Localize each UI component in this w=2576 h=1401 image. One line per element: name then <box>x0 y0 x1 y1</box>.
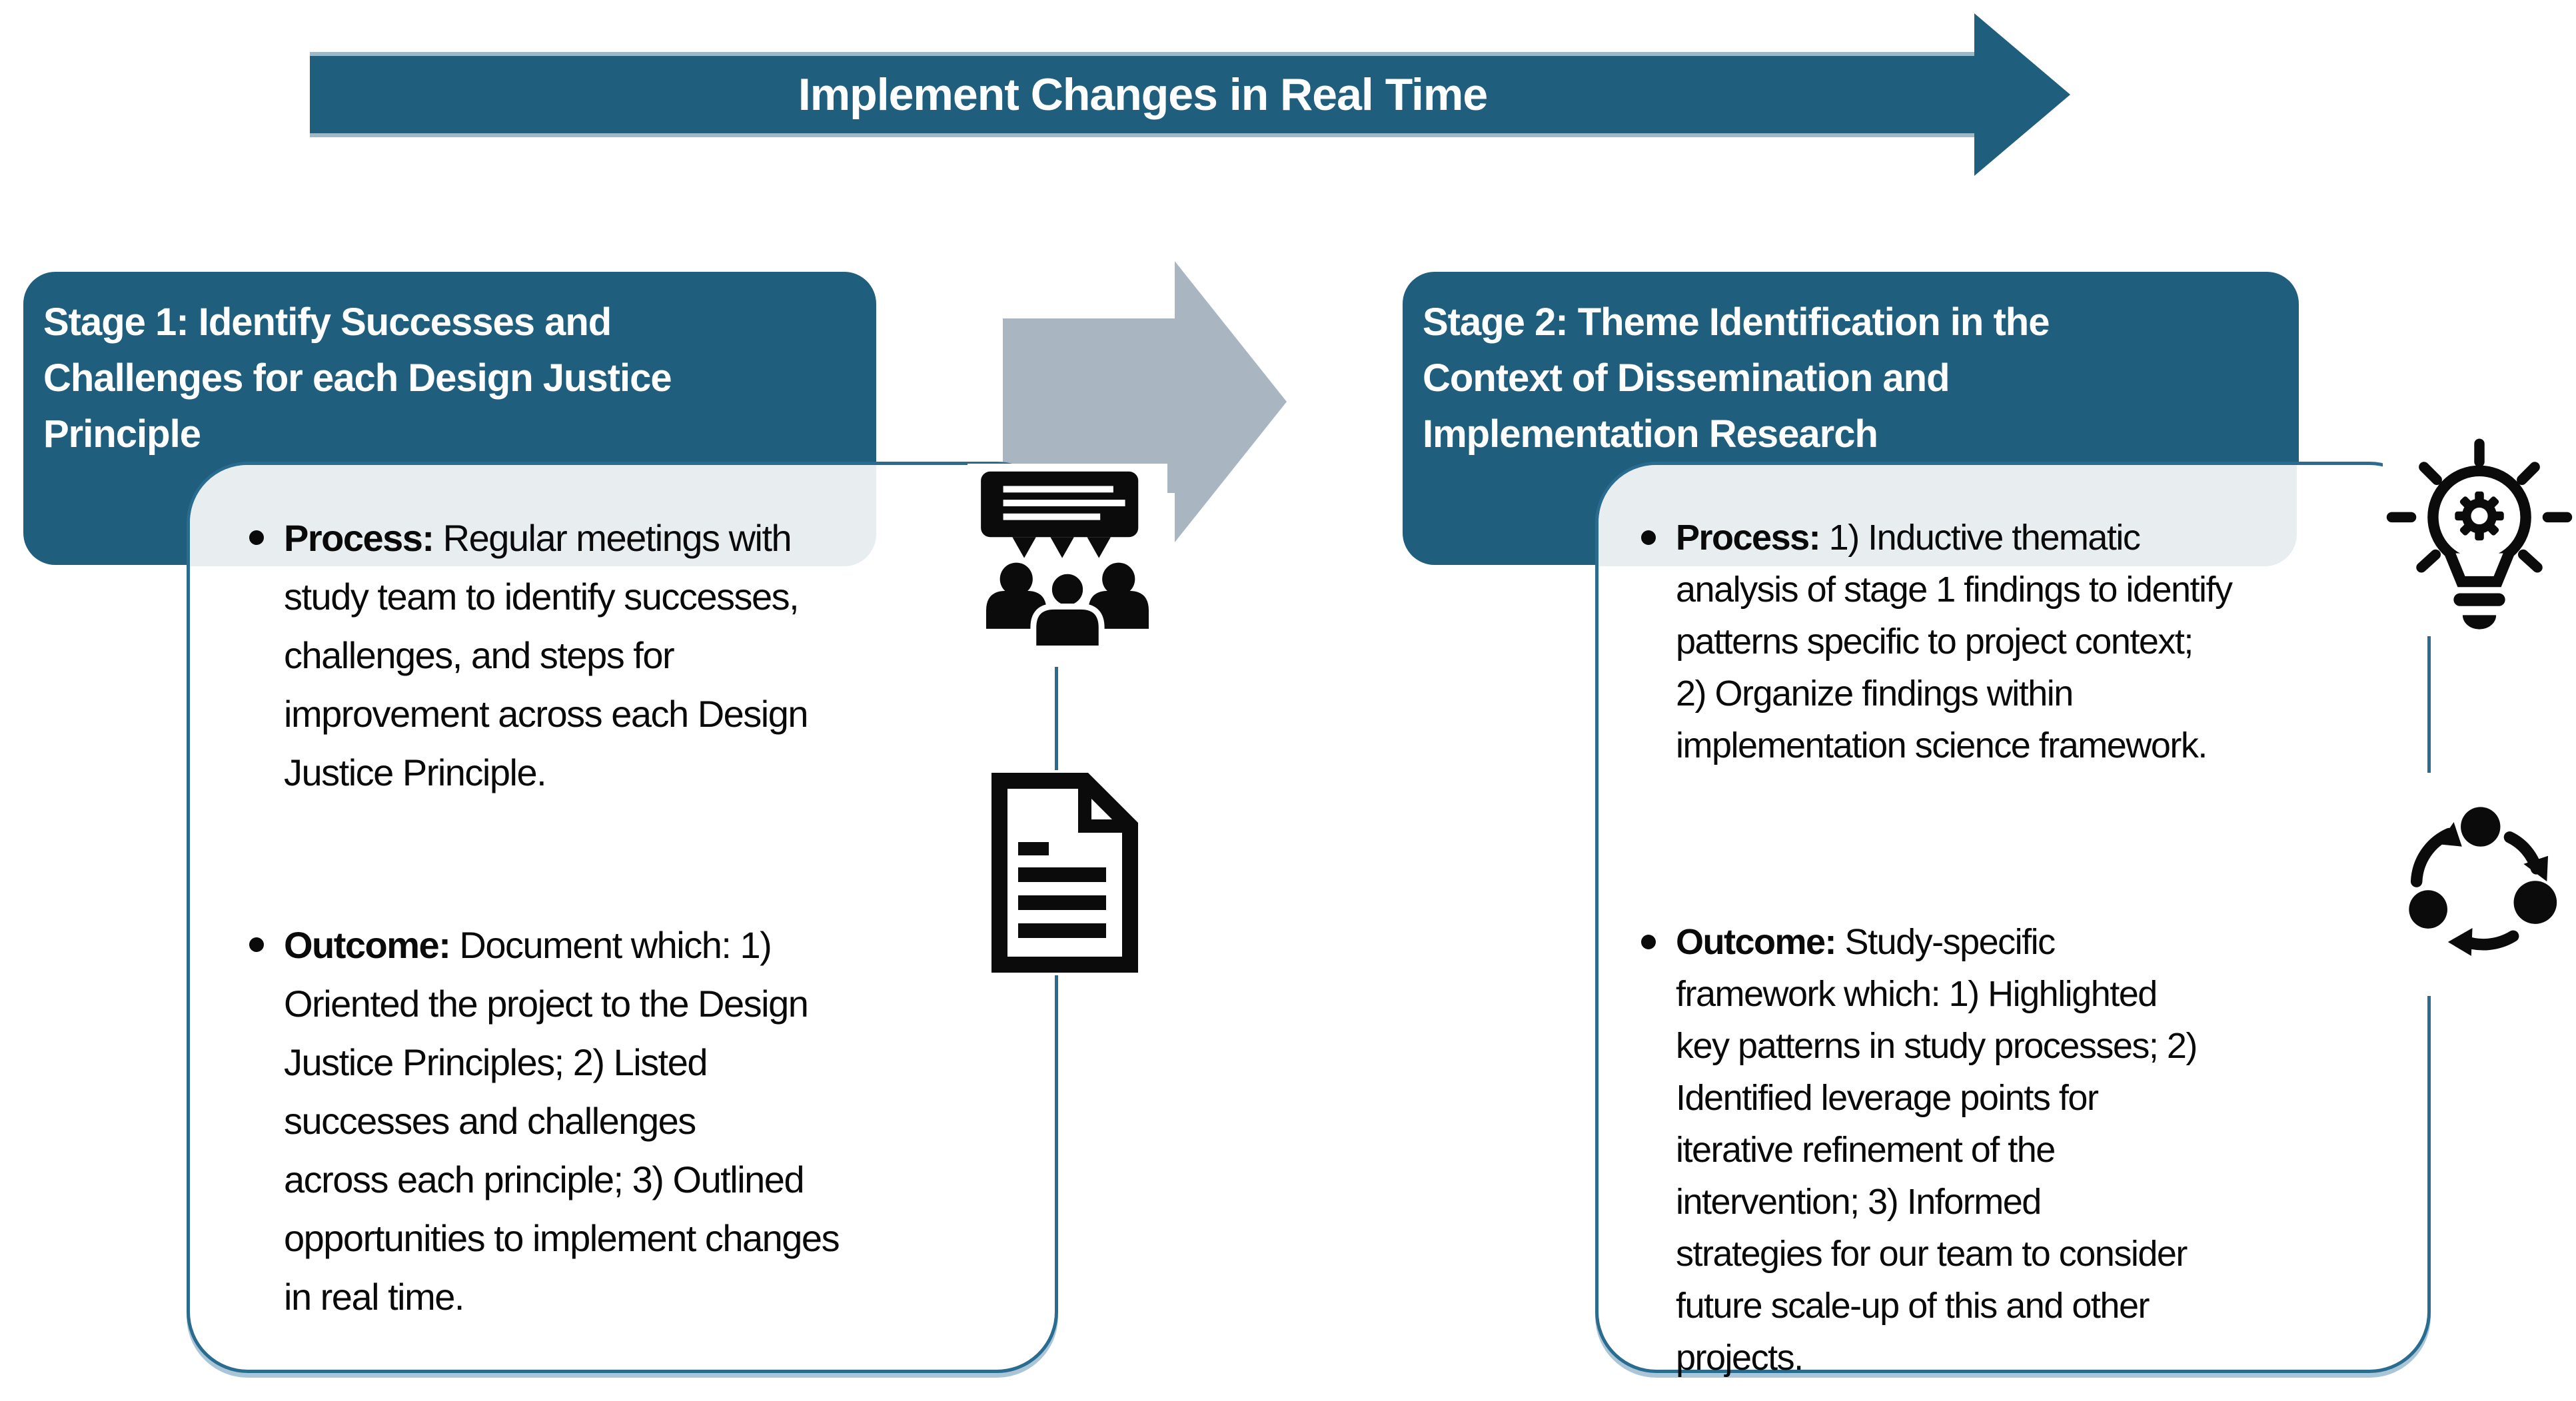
lightbulb-gear-icon <box>2383 433 2576 636</box>
stage1-outcome-text: Document which: 1) Oriented the project … <box>284 924 840 1318</box>
team-discussion-icon <box>967 464 1167 667</box>
stage1-content-box: Process: Regular meetings with study tea… <box>187 462 1058 1373</box>
stage1-to-stage2-arrow-head-icon <box>1175 261 1287 542</box>
stage1-outcome-item: Outcome: Document which: 1) Oriented the… <box>247 916 1043 1326</box>
timeline-arrow: Implement Changes in Real Time <box>310 52 1976 137</box>
stage1-outcome-label: Outcome: <box>284 924 451 966</box>
stage2-accent-band <box>1599 465 2297 566</box>
cycle-icon <box>2392 773 2567 996</box>
document-icon <box>985 770 1145 975</box>
stage2-outcome-label: Outcome: <box>1676 922 1837 962</box>
timeline-arrow-head-icon <box>1974 13 2070 176</box>
stage2-bullet-list: Process: 1) Inductive thematic analysis … <box>1638 512 2415 1384</box>
stage1-process-label: Process: <box>284 517 434 559</box>
stage2-process-label: Process: <box>1676 518 1821 558</box>
stage2-outcome-text: Study-specific framework which: 1) Highl… <box>1676 922 2198 1378</box>
stage2-process-text: 1) Inductive thematic analysis of stage … <box>1676 518 2233 765</box>
stage1-title: Stage 1: Identify Successes and Challeng… <box>43 300 672 456</box>
stage1-accent-band <box>190 465 876 566</box>
stage1-bullet-list: Process: Regular meetings with study tea… <box>247 509 1043 1326</box>
timeline-arrow-label: Implement Changes in Real Time <box>798 69 1488 120</box>
stage1-process-item: Process: Regular meetings with study tea… <box>247 509 1043 802</box>
stage1-process-text: Regular meetings with study team to iden… <box>284 517 809 793</box>
stage2-title: Stage 2: Theme Identification in the Con… <box>1423 300 2050 456</box>
stage2-process-item: Process: 1) Inductive thematic analysis … <box>1638 512 2415 771</box>
stage2-content-box: Process: 1) Inductive thematic analysis … <box>1595 462 2431 1378</box>
stage2-outcome-item: Outcome: Study-specific framework which:… <box>1638 916 2415 1384</box>
